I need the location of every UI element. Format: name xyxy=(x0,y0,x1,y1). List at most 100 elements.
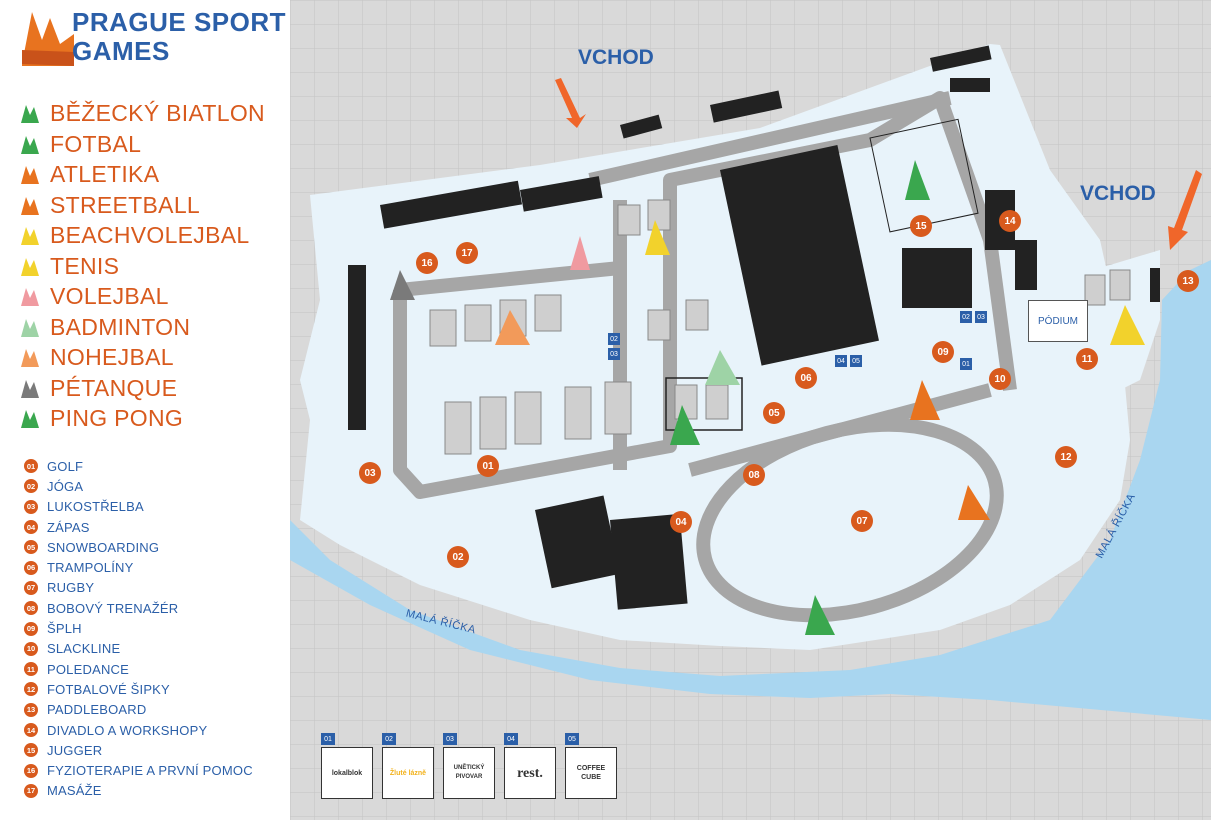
marker-14[interactable]: 14 xyxy=(999,210,1021,232)
entrance-label-north: VCHOD xyxy=(578,46,654,69)
sponsor-marker-02b[interactable]: 02 xyxy=(960,311,972,323)
marker-12[interactable]: 12 xyxy=(1055,446,1077,468)
sport-legend-label: VOLEJBAL xyxy=(50,283,169,310)
activity-legend-item: 04 ZÁPAS xyxy=(24,517,253,537)
tree-icon xyxy=(21,227,39,246)
sponsor-tag: 05 xyxy=(565,733,579,745)
activity-legend-item: 01 GOLF xyxy=(24,456,253,476)
sponsor-marker-03b[interactable]: 03 xyxy=(975,311,987,323)
activity-legend-label: ŠPLH xyxy=(47,621,82,637)
marker-16[interactable]: 16 xyxy=(416,252,438,274)
sponsor-rest[interactable]: 04 rest. xyxy=(504,733,556,799)
sport-legend-label: STREETBALL xyxy=(50,191,200,218)
activity-legend-label: GOLF xyxy=(47,458,84,474)
activity-number-badge: 10 xyxy=(24,641,38,656)
entrance-label-east: VCHOD xyxy=(1080,182,1156,205)
sport-legend-item: BĚŽECKÝ BIATLON xyxy=(18,98,265,129)
venue-map[interactable]: VCHOD VCHOD MALÁ ŘÍČKA MALÁ ŘÍČKA PÓDIUM… xyxy=(290,0,1211,820)
sponsor-tag: 04 xyxy=(504,733,518,745)
sport-legend-item: PING PONG xyxy=(18,403,265,434)
tree-icon xyxy=(21,196,39,215)
activity-number-badge: 12 xyxy=(24,682,38,697)
sport-legend-item: NOHEJBAL xyxy=(18,342,265,373)
brand-title-line2: GAMES xyxy=(72,36,170,66)
entrance-arrows xyxy=(555,78,1202,250)
activity-number-badge: 08 xyxy=(24,601,38,616)
activity-number-badge: 05 xyxy=(24,540,38,555)
marker-07[interactable]: 07 xyxy=(851,510,873,532)
sponsor-lokalblok[interactable]: 01 lokalblok xyxy=(321,733,373,799)
activity-legend-label: BOBOVÝ TRENAŽÉR xyxy=(47,600,179,616)
activity-number-badge: 01 xyxy=(24,459,38,474)
sport-legend-label: TENIS xyxy=(50,252,120,279)
activity-legend-label: RUGBY xyxy=(47,580,95,596)
sponsor-zlute-lazne[interactable]: 02 Žluté lázně xyxy=(382,733,434,799)
marker-17[interactable]: 17 xyxy=(456,242,478,264)
sport-legend-item: ATLETIKA xyxy=(18,159,265,190)
activity-legend-label: LUKOSTŘELBA xyxy=(47,499,144,515)
marker-13[interactable]: 13 xyxy=(1177,270,1199,292)
sponsor-coffee-cube[interactable]: 05 COFFEE CUBE xyxy=(565,733,617,799)
marker-03[interactable]: 03 xyxy=(359,462,381,484)
sport-legend-label: FOTBAL xyxy=(50,130,142,157)
tree-icon xyxy=(21,288,39,307)
marker-01[interactable]: 01 xyxy=(477,455,499,477)
activity-legend-label: DIVADLO A WORKSHOPY xyxy=(47,722,208,738)
activity-number-badge: 17 xyxy=(24,783,38,798)
sponsor-marker-02[interactable]: 02 xyxy=(608,333,620,345)
activity-number-badge: 02 xyxy=(24,479,38,494)
activity-legend-label: ZÁPAS xyxy=(47,519,90,535)
marker-11[interactable]: 11 xyxy=(1076,348,1098,370)
marker-04[interactable]: 04 xyxy=(670,511,692,533)
sponsor-logo-coffee-cube: COFFEE CUBE xyxy=(565,747,617,799)
activity-legend-item: 14 DIVADLO A WORKSHOPY xyxy=(24,720,253,740)
sponsor-tag: 02 xyxy=(382,733,396,745)
sport-legend-item: STREETBALL xyxy=(18,190,265,221)
tree-icon xyxy=(21,349,39,368)
sponsor-marker-05[interactable]: 05 xyxy=(850,355,862,367)
activity-legend-label: SNOWBOARDING xyxy=(47,539,160,555)
marker-05[interactable]: 05 xyxy=(763,402,785,424)
sponsor-marker-04[interactable]: 04 xyxy=(835,355,847,367)
marker-15[interactable]: 15 xyxy=(910,215,932,237)
activity-number-badge: 06 xyxy=(24,560,38,575)
marker-10[interactable]: 10 xyxy=(989,368,1011,390)
sponsor-marker-01[interactable]: 01 xyxy=(960,358,972,370)
activity-number-badge: 14 xyxy=(24,723,38,737)
prague-sport-games-logo-icon xyxy=(22,12,74,66)
activity-legend-label: SLACKLINE xyxy=(47,641,121,657)
activity-number-badge: 11 xyxy=(24,662,38,677)
sport-legend-item: BADMINTON xyxy=(18,312,265,343)
sponsor-pivovar[interactable]: 03 UNĚTICKÝ PIVOVAR xyxy=(443,733,495,799)
marker-08[interactable]: 08 xyxy=(743,464,765,486)
activity-number-badge: 04 xyxy=(24,520,38,535)
sponsor-marker-03[interactable]: 03 xyxy=(608,348,620,360)
sport-legend-label: BEACHVOLEJBAL xyxy=(50,222,250,249)
activity-legend-item: 08 BOBOVÝ TRENAŽÉR xyxy=(24,598,253,618)
marker-06[interactable]: 06 xyxy=(795,367,817,389)
river xyxy=(290,260,1211,720)
activity-number-badge: 13 xyxy=(24,702,38,717)
sponsor-logo-rest: rest. xyxy=(504,747,556,799)
sport-legend-label: PÉTANQUE xyxy=(50,374,178,401)
activity-legend-item: 10 SLACKLINE xyxy=(24,639,253,659)
sponsor-tag: 01 xyxy=(321,733,335,745)
marker-02[interactable]: 02 xyxy=(447,546,469,568)
sport-legend-label: NOHEJBAL xyxy=(50,344,174,371)
marker-09[interactable]: 09 xyxy=(932,341,954,363)
sport-legend-label: BADMINTON xyxy=(50,313,191,340)
activity-number-badge: 09 xyxy=(24,621,38,636)
activity-legend-label: JUGGER xyxy=(47,742,103,758)
